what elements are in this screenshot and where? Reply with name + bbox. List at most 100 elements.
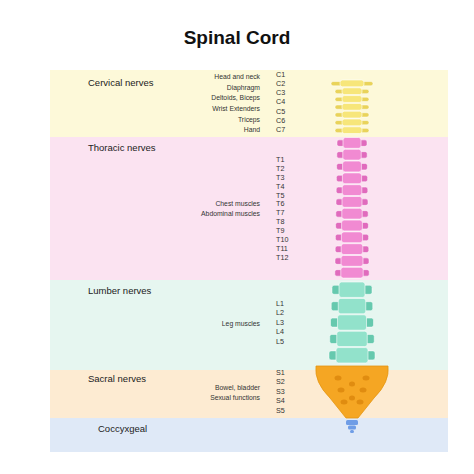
sacral-foramen [357, 400, 364, 405]
sacral-foramen [363, 376, 370, 381]
sacral-foramen [349, 396, 355, 401]
vertebra-body [339, 282, 365, 297]
segment-label: T7 [276, 209, 284, 217]
vertebra [335, 267, 369, 278]
segment-label: C6 [276, 117, 285, 125]
vertebra [331, 315, 374, 330]
band-heading: Coccyxgeal [98, 423, 147, 434]
coccyx-bone [350, 430, 354, 433]
segment-label: T1 [276, 156, 284, 164]
band-heading: Cervical nerves [88, 77, 153, 88]
vertebra [331, 298, 373, 313]
vertebra-body [342, 119, 362, 126]
vertebra [337, 138, 367, 149]
sacral-foramen [338, 388, 345, 393]
vertebra-body [336, 348, 368, 363]
segment-label: T6 [276, 200, 284, 208]
vertebra [336, 185, 368, 196]
muscle-label: Bowel, bladder [215, 384, 260, 392]
region-band: Sacral nerves [50, 370, 448, 418]
vertebra-body [342, 220, 363, 231]
segment-label: S1 [276, 369, 285, 377]
vertebra-body [341, 244, 363, 255]
muscle-label: Abdominal muscles [201, 210, 260, 218]
muscle-label: Wrist Extenders [212, 105, 260, 113]
vertebra-body [342, 173, 361, 184]
vertebra-body [343, 161, 362, 172]
sacral-foramen [341, 400, 348, 405]
vertebra-body [341, 232, 362, 243]
vertebra [335, 244, 369, 255]
vertebra-body [342, 88, 362, 95]
vertebra-body [338, 298, 366, 313]
muscle-label: Chest muscles [215, 200, 260, 208]
vertebra-body [341, 267, 363, 278]
segment-label: C1 [276, 71, 285, 79]
coccyx-bone [348, 426, 356, 430]
vertebra [336, 220, 369, 231]
vertebra-body [338, 315, 367, 330]
segment-label: T11 [276, 245, 288, 253]
segment-label: T2 [276, 165, 284, 173]
muscle-label: Head and neck [214, 73, 260, 81]
vertebra [337, 149, 367, 160]
muscle-label: Sexual functions [210, 394, 260, 402]
muscle-label: Deltoids, Biceps [211, 94, 260, 102]
sacral-foramen [349, 382, 355, 387]
vertebra [335, 119, 369, 126]
segment-label: C2 [276, 80, 285, 88]
vertebra [336, 208, 368, 219]
segment-label: S3 [276, 388, 285, 396]
segment-label: T9 [276, 227, 284, 235]
band-heading: Sacral nerves [88, 373, 146, 384]
vertebra [335, 256, 369, 267]
muscle-label: Hand [244, 126, 260, 134]
band-heading: Thoracic nerves [88, 142, 156, 153]
vertebra-body [342, 127, 362, 134]
vertebra-body [337, 331, 368, 346]
vertebra-body [342, 111, 362, 118]
segment-label: T12 [276, 254, 288, 262]
vertebra-body [342, 197, 362, 208]
sacrum-bone [316, 366, 388, 418]
vertebra [337, 161, 368, 172]
segment-label: S2 [276, 378, 285, 386]
vertebra [335, 88, 369, 95]
muscle-label: Diaphragm [227, 84, 260, 92]
vertebra-body [342, 103, 362, 110]
vertebra-body [342, 96, 362, 103]
diagram-title: Spinal Cord [0, 27, 474, 49]
vertebra-body [340, 80, 364, 87]
band-heading: Lumber nerves [88, 285, 151, 296]
sacral-foramen [335, 376, 342, 381]
segment-label: C4 [276, 98, 285, 106]
coccyx-bone [346, 420, 358, 425]
vertebra-body [343, 149, 361, 160]
vertebra [329, 348, 375, 363]
region-band: Thoracic nerves [50, 137, 448, 280]
segment-label: T4 [276, 183, 284, 191]
vertebra [335, 96, 369, 103]
vertebra [330, 331, 375, 346]
sacral-foramen [360, 388, 367, 393]
segment-label: L1 [276, 300, 284, 308]
vertebra [332, 282, 372, 297]
muscle-label: Leg muscles [222, 320, 260, 328]
vertebra [331, 80, 373, 87]
segment-label: T8 [276, 218, 284, 226]
segment-label: C5 [276, 108, 285, 116]
segment-label: L2 [276, 309, 284, 317]
vertebra-body [342, 208, 362, 219]
segment-label: T5 [276, 192, 284, 200]
vertebra [335, 127, 369, 134]
vertebra-body [342, 185, 362, 196]
segment-label: T10 [276, 236, 288, 244]
segment-label: L5 [276, 338, 284, 346]
segment-label: C7 [276, 126, 285, 134]
segment-label: C3 [276, 89, 285, 97]
vertebra-body [343, 138, 361, 149]
segment-label: L3 [276, 319, 284, 327]
muscle-label: Triceps [238, 116, 260, 124]
